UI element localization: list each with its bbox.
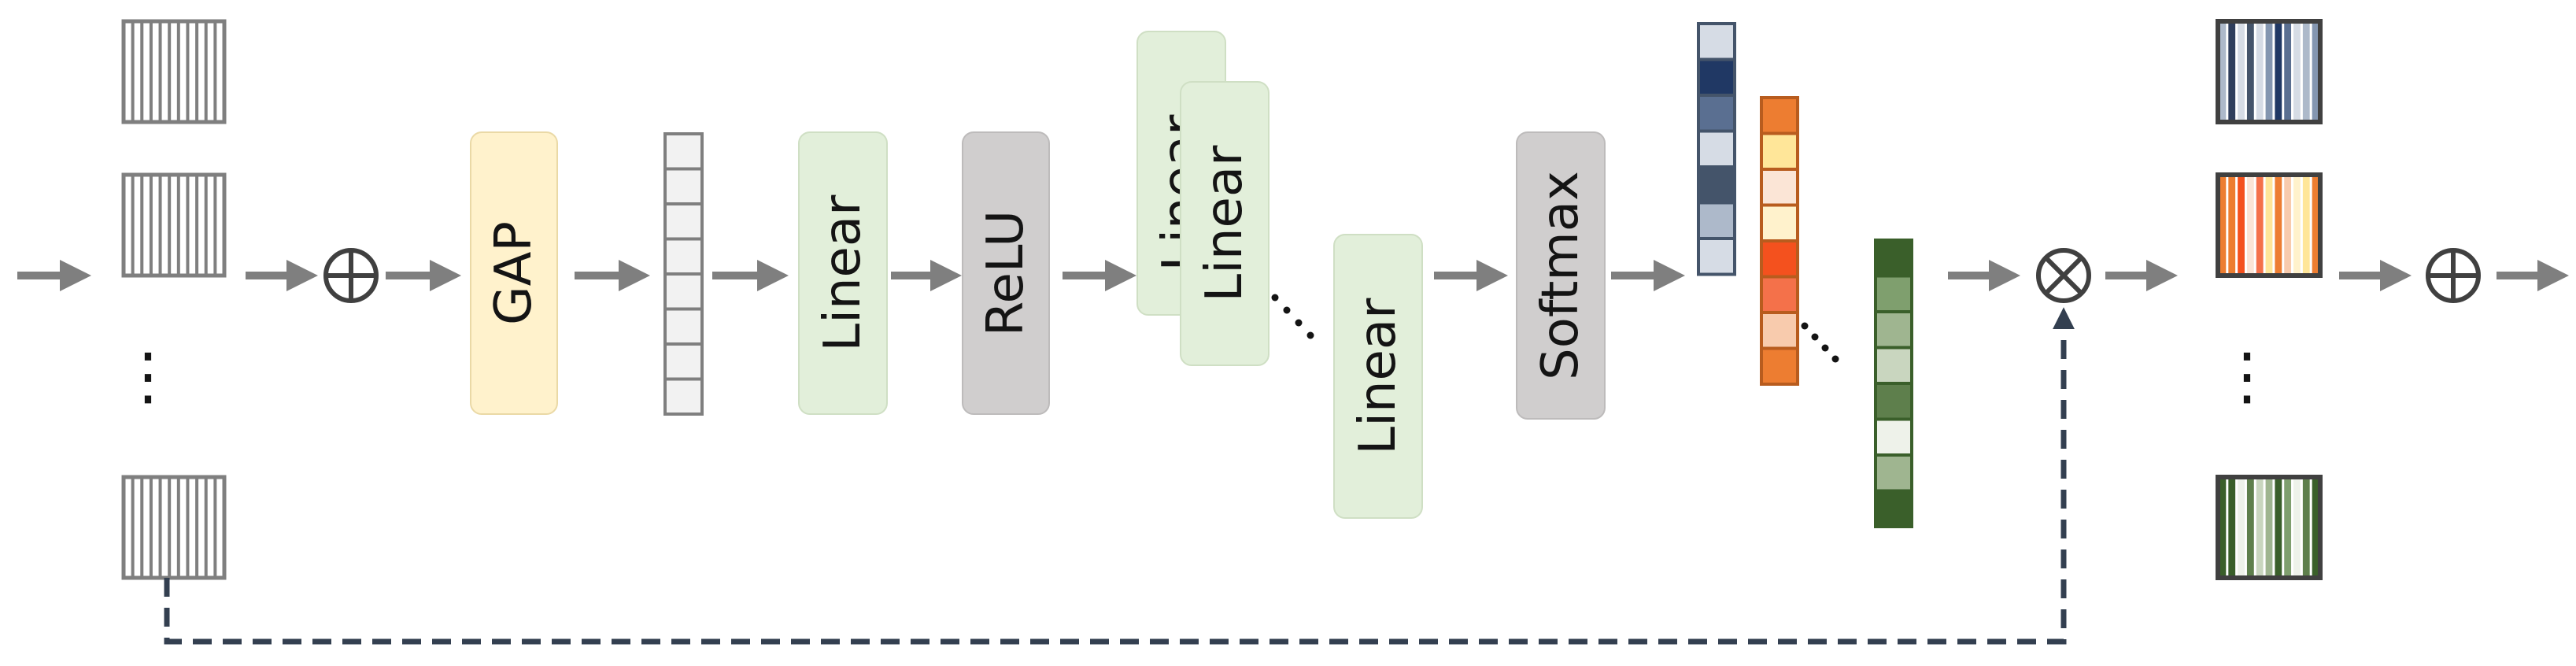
attention-cell <box>1760 275 1799 314</box>
input-feature-map-1 <box>121 19 227 124</box>
attention-cell <box>1874 310 1913 350</box>
attention-cell <box>1760 131 1799 171</box>
output-stripe <box>2264 477 2274 578</box>
pooled-vector <box>663 132 704 416</box>
output-stripe <box>2301 175 2312 276</box>
attention-vector-blue <box>1697 22 1736 276</box>
skip-connection <box>164 307 2075 645</box>
attention-cell <box>1697 165 1736 205</box>
output-stripe <box>2236 175 2246 276</box>
softmax-label: Softmax <box>1532 171 1590 380</box>
softmax-block: Softmax <box>1516 131 1606 420</box>
attention-cell <box>1697 22 1736 61</box>
output-stripe <box>2273 21 2283 122</box>
output-stripe <box>2301 477 2312 578</box>
relu-label: ReLU <box>977 210 1035 336</box>
gap-label: GAP <box>485 221 543 325</box>
output-feature-map-blue <box>2216 19 2323 124</box>
input-feature-map-n <box>121 475 227 580</box>
attention-cell <box>1874 453 1913 493</box>
output-stripe <box>2311 175 2320 276</box>
attention-cell <box>1874 417 1913 457</box>
attention-cell <box>1760 203 1799 242</box>
output-stripe <box>2218 477 2227 578</box>
attention-vector-green <box>1874 239 1913 528</box>
pooled-vector-cell <box>663 237 704 276</box>
output-stripe <box>2245 477 2256 578</box>
attention-vectors <box>1697 22 1913 528</box>
output-stripe <box>2255 175 2265 276</box>
input-feature-maps: ⋮ <box>116 19 227 580</box>
output-stripe <box>2245 175 2256 276</box>
add-operator-left <box>323 248 379 303</box>
output-stripe <box>2311 21 2320 122</box>
linear-stack: Linear Linear Linear <box>1136 31 1423 519</box>
attention-cell <box>1874 239 1913 278</box>
attention-cell <box>1874 274 1913 313</box>
linear-stack-dots <box>1271 294 1314 339</box>
pooled-vector-cell <box>663 167 704 205</box>
attention-cell <box>1874 346 1913 385</box>
output-stripe <box>2282 21 2293 122</box>
linear-block-last: Linear <box>1333 234 1423 519</box>
output-stripe <box>2292 175 2302 276</box>
output-stripe <box>2301 21 2312 122</box>
output-stripe <box>2292 21 2302 122</box>
pooled-vector-cell <box>663 377 704 416</box>
attention-cell <box>1874 489 1913 528</box>
attention-cell <box>1760 346 1799 386</box>
attention-cell <box>1697 57 1736 97</box>
output-ellipsis: ⋮ <box>2216 339 2278 413</box>
input-feature-map-2 <box>121 172 227 278</box>
output-feature-maps: ⋮ <box>2216 19 2323 580</box>
attention-cell <box>1697 94 1736 133</box>
linear-stack-front-label: Linear <box>1196 145 1254 302</box>
attention-cell <box>1697 201 1736 240</box>
pooled-vector-cell <box>663 272 704 311</box>
attention-cell <box>1697 237 1736 276</box>
linear-1-label: Linear <box>814 194 872 352</box>
output-stripe <box>2264 175 2274 276</box>
output-stripe <box>2227 175 2237 276</box>
output-stripe <box>2282 477 2293 578</box>
pooled-vector-cell <box>663 132 704 171</box>
linear-last-label: Linear <box>1349 298 1407 455</box>
pooled-vector-cell <box>663 342 704 381</box>
attention-cell <box>1760 96 1799 135</box>
output-stripe <box>2236 21 2246 122</box>
gap-block: GAP <box>470 131 558 415</box>
attention-cell <box>1760 239 1799 279</box>
output-stripe <box>2245 21 2256 122</box>
linear-stack-front: Linear <box>1180 81 1270 366</box>
output-stripe <box>2311 477 2320 578</box>
attention-cell <box>1760 311 1799 350</box>
attention-vectors-dots <box>1801 322 1839 363</box>
output-stripe <box>2255 21 2265 122</box>
input-ellipsis: ⋮ <box>116 339 179 413</box>
output-stripe <box>2218 21 2227 122</box>
output-stripe <box>2264 21 2274 122</box>
linear-block-1: Linear <box>798 131 888 415</box>
multiply-operator <box>2036 248 2091 303</box>
pooled-vector-cell <box>663 202 704 241</box>
output-feature-map-orange <box>2216 172 2323 278</box>
output-stripe <box>2227 477 2237 578</box>
output-stripe <box>2273 477 2283 578</box>
output-stripe <box>2273 175 2283 276</box>
attention-cell <box>1874 382 1913 421</box>
relu-block: ReLU <box>962 131 1050 415</box>
attention-cell <box>1760 168 1799 207</box>
output-stripe <box>2236 477 2246 578</box>
pooled-vector-cell <box>663 307 704 346</box>
add-operator-right <box>2426 248 2481 303</box>
output-feature-map-green <box>2216 475 2323 580</box>
output-stripe <box>2292 477 2302 578</box>
attention-cell <box>1697 129 1736 168</box>
output-stripe <box>2227 21 2237 122</box>
output-stripe <box>2255 477 2265 578</box>
output-stripe <box>2218 175 2227 276</box>
attention-vector-orange <box>1760 96 1799 386</box>
output-stripe <box>2282 175 2293 276</box>
